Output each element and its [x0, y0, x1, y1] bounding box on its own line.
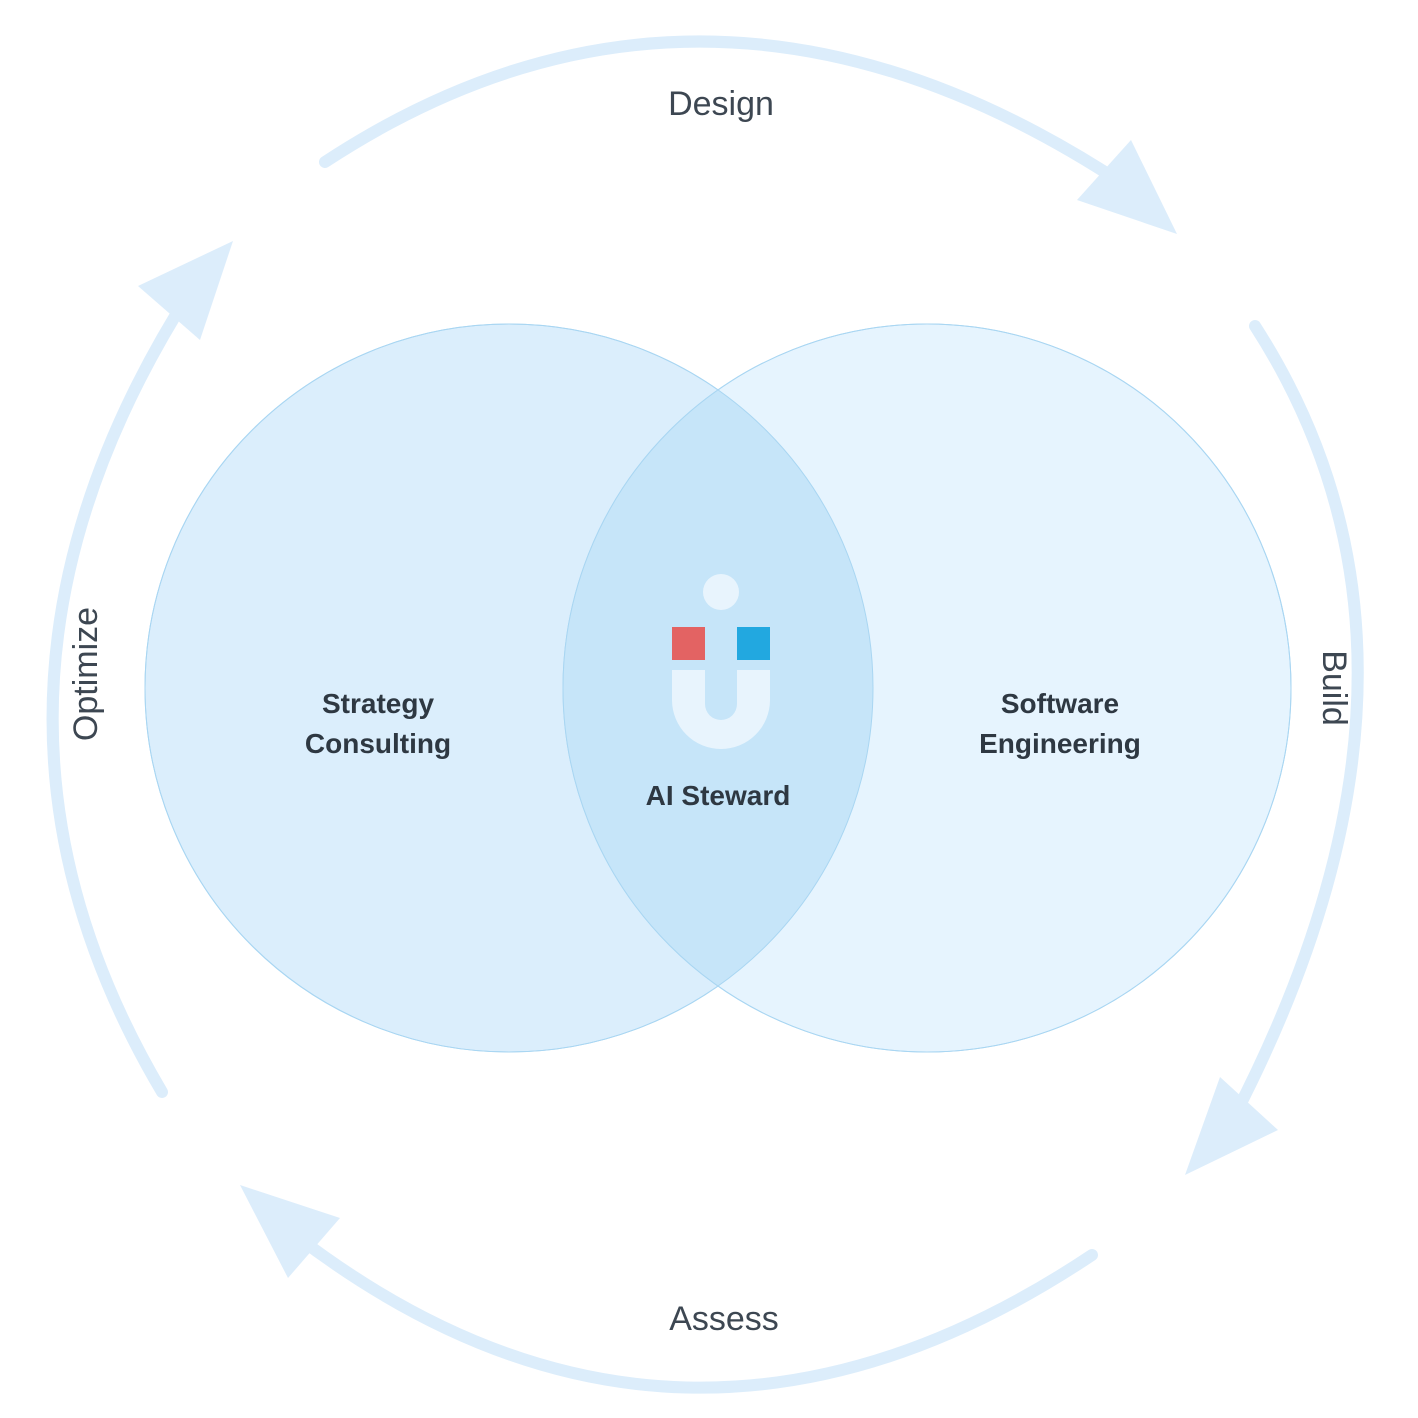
optimize-arc — [46, 286, 196, 1098]
assess-arrowhead — [240, 1185, 340, 1278]
strategy-label-line1: Strategy — [322, 688, 434, 719]
build-arc — [1229, 320, 1364, 1121]
logo-red-square — [672, 627, 705, 660]
design-arc — [319, 35, 1131, 191]
overlap-outline — [144, 323, 1292, 1053]
logo-body — [672, 670, 770, 749]
software-label-line2: Engineering — [979, 728, 1141, 759]
strategy-label-line2: Consulting — [305, 728, 451, 759]
ai-steward-label: AI Steward — [646, 780, 791, 811]
optimize-arrowhead — [138, 241, 233, 340]
design-label: Design — [668, 85, 774, 123]
arrowheads — [138, 140, 1278, 1278]
assess-label: Assess — [669, 1300, 779, 1338]
venn-overlap — [563, 324, 873, 1052]
build-arrowhead — [1185, 1077, 1278, 1175]
design-arrowhead — [1077, 140, 1177, 234]
build-label: Build — [1315, 650, 1353, 726]
steward-logo-icon — [672, 574, 770, 749]
optimize-label: Optimize — [67, 607, 105, 741]
cycle-arrows — [46, 35, 1364, 1394]
assess-arc — [289, 1229, 1098, 1394]
logo-dot — [703, 574, 739, 610]
logo-blue-square — [737, 627, 770, 660]
software-label-line1: Software — [1001, 688, 1119, 719]
